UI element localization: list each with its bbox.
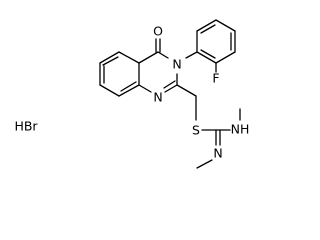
ring-nitrogen-n3-label: N — [172, 57, 181, 72]
bond-skeleton — [99, 19, 241, 169]
carbonyl-oxygen-label: O — [153, 24, 163, 39]
ring-nitrogen-n1-label: N — [153, 90, 162, 105]
imine-nitrogen-label: N — [213, 146, 222, 161]
fluorine-label: F — [212, 71, 219, 86]
sulfur-label: S — [192, 123, 200, 138]
chemical-structure-diagram: HBr O N N F S NH N — [14, 19, 250, 169]
amine-nh-label: NH — [231, 122, 250, 137]
counterion-hbr-label: HBr — [14, 119, 38, 134]
